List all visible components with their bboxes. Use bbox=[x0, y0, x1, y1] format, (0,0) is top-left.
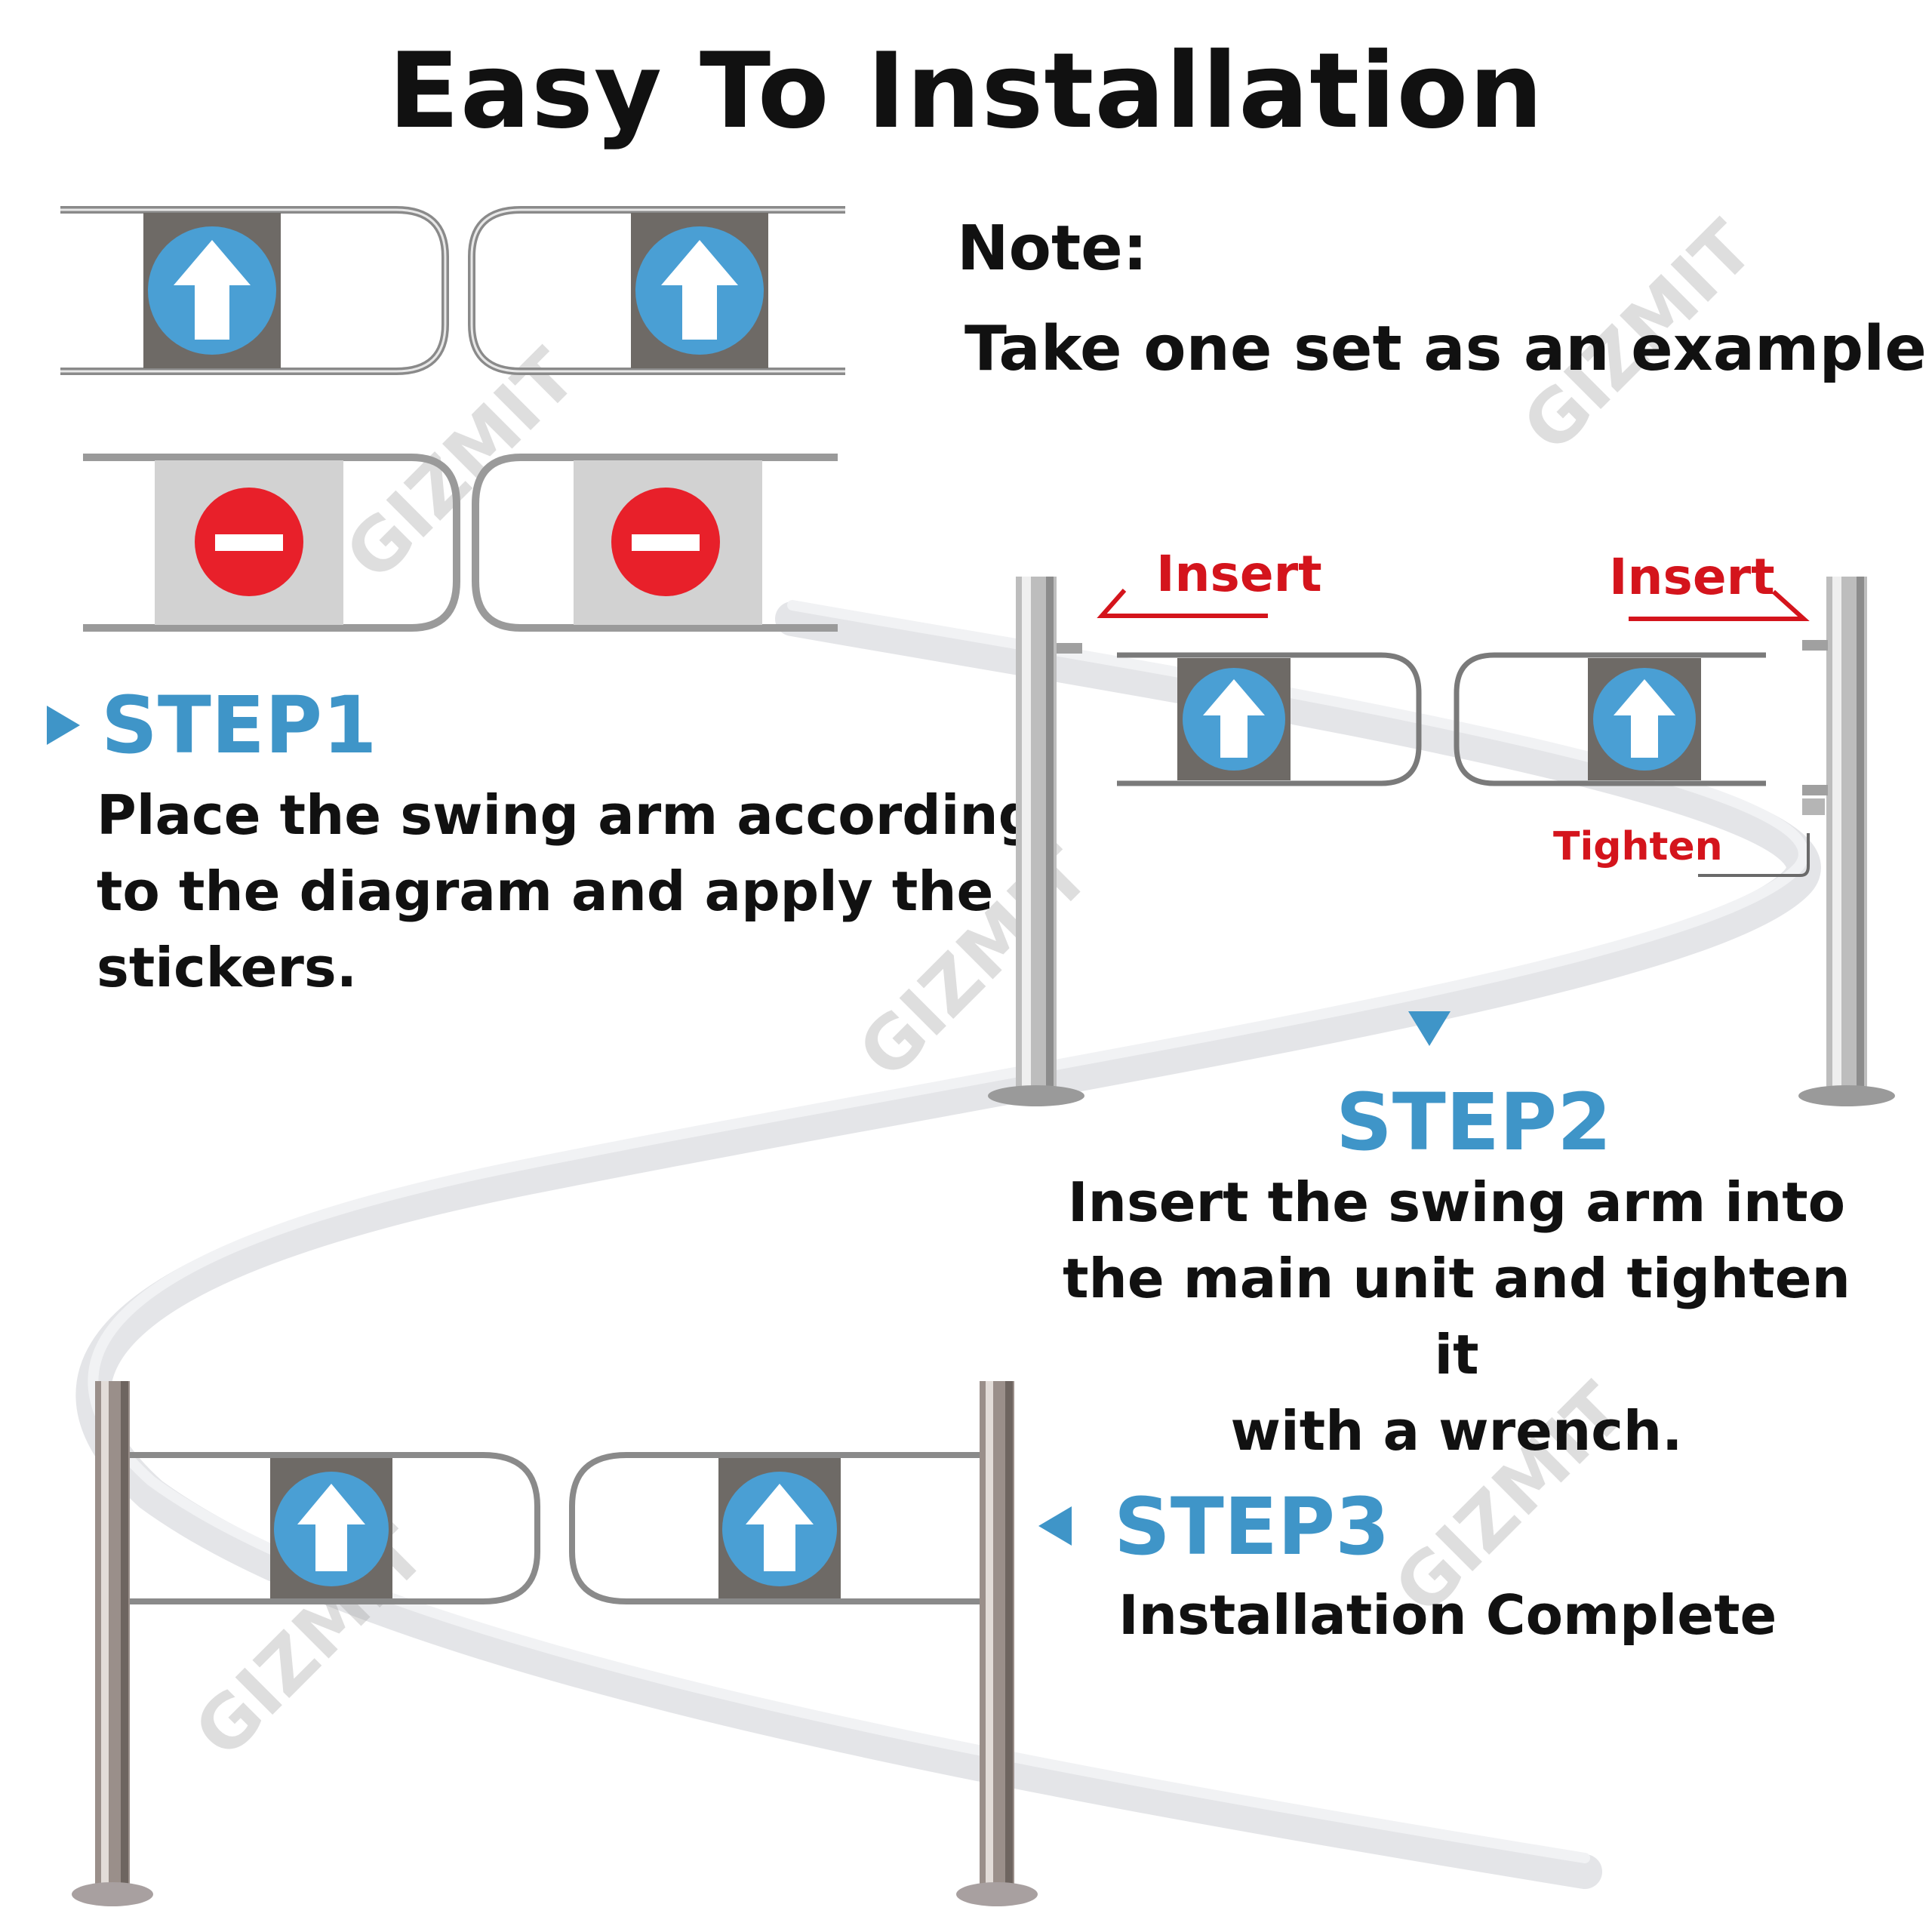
triangle-right-icon bbox=[47, 706, 80, 745]
note-heading: Note: bbox=[957, 213, 1148, 285]
step2-line: with a wrench. bbox=[1230, 1399, 1683, 1463]
arrow-up-sign-icon bbox=[274, 1472, 389, 1586]
step1-line: stickers. bbox=[97, 936, 358, 999]
no-entry-sign-icon bbox=[611, 488, 720, 596]
arrow-up-sign-icon bbox=[1183, 668, 1285, 771]
swing-arm-left bbox=[130, 1452, 540, 1604]
step2-label: STEP2 bbox=[1336, 1076, 1612, 1168]
step2-line: Insert the swing arm into bbox=[1067, 1171, 1846, 1234]
post-left bbox=[988, 577, 1084, 1106]
page-title: Easy To Installation bbox=[388, 30, 1544, 152]
swing-arms-with-arrow-stickers bbox=[60, 206, 845, 375]
note-text: Take one set as an example bbox=[964, 313, 1927, 385]
step3-description: Installation Complete bbox=[1118, 1583, 1777, 1647]
post-right bbox=[1798, 577, 1895, 1106]
swing-arm-left-back bbox=[83, 454, 460, 632]
triangle-left-icon bbox=[1038, 1506, 1072, 1546]
swing-arm-right bbox=[1454, 652, 1766, 786]
step2-line: the main unit and tighten it bbox=[1063, 1247, 1850, 1386]
arrow-up-sign-icon bbox=[1593, 668, 1696, 771]
arrow-up-sign-icon bbox=[635, 226, 764, 355]
step3-completed-gate bbox=[72, 1381, 1038, 1906]
step1-line: to the diagram and apply the bbox=[97, 860, 994, 923]
insert-left-indicator bbox=[1097, 589, 1268, 618]
post-right bbox=[956, 1381, 1038, 1906]
step2-assembly-diagram bbox=[988, 577, 1895, 1106]
swing-arms-with-stop-stickers bbox=[83, 454, 838, 632]
tighten-leader-line bbox=[1698, 833, 1810, 877]
step1-label: STEP1 bbox=[101, 679, 377, 771]
step3-label: STEP3 bbox=[1114, 1481, 1390, 1573]
swing-arm-right bbox=[468, 206, 845, 375]
insert-right-indicator bbox=[1629, 589, 1810, 621]
insert-left-label: Insert bbox=[1156, 545, 1322, 603]
step1-line: Place the swing arm according bbox=[97, 783, 1038, 847]
swing-arm-right bbox=[569, 1452, 980, 1604]
step1-description: Place the swing arm according to the dia… bbox=[97, 777, 1037, 1006]
swing-arm-right-back bbox=[472, 454, 838, 632]
post-left bbox=[72, 1381, 153, 1906]
tighten-label: Tighten bbox=[1553, 824, 1723, 869]
insert-right-label: Insert bbox=[1609, 548, 1775, 606]
triangle-down-icon bbox=[1408, 1011, 1451, 1046]
arrow-up-sign-icon bbox=[722, 1472, 837, 1586]
swing-arm-left bbox=[1117, 652, 1422, 786]
step2-description: Insert the swing arm into the main unit … bbox=[1041, 1164, 1872, 1469]
arrow-up-sign-icon bbox=[148, 226, 276, 355]
swing-arm-left bbox=[60, 206, 449, 375]
no-entry-sign-icon bbox=[195, 488, 303, 596]
